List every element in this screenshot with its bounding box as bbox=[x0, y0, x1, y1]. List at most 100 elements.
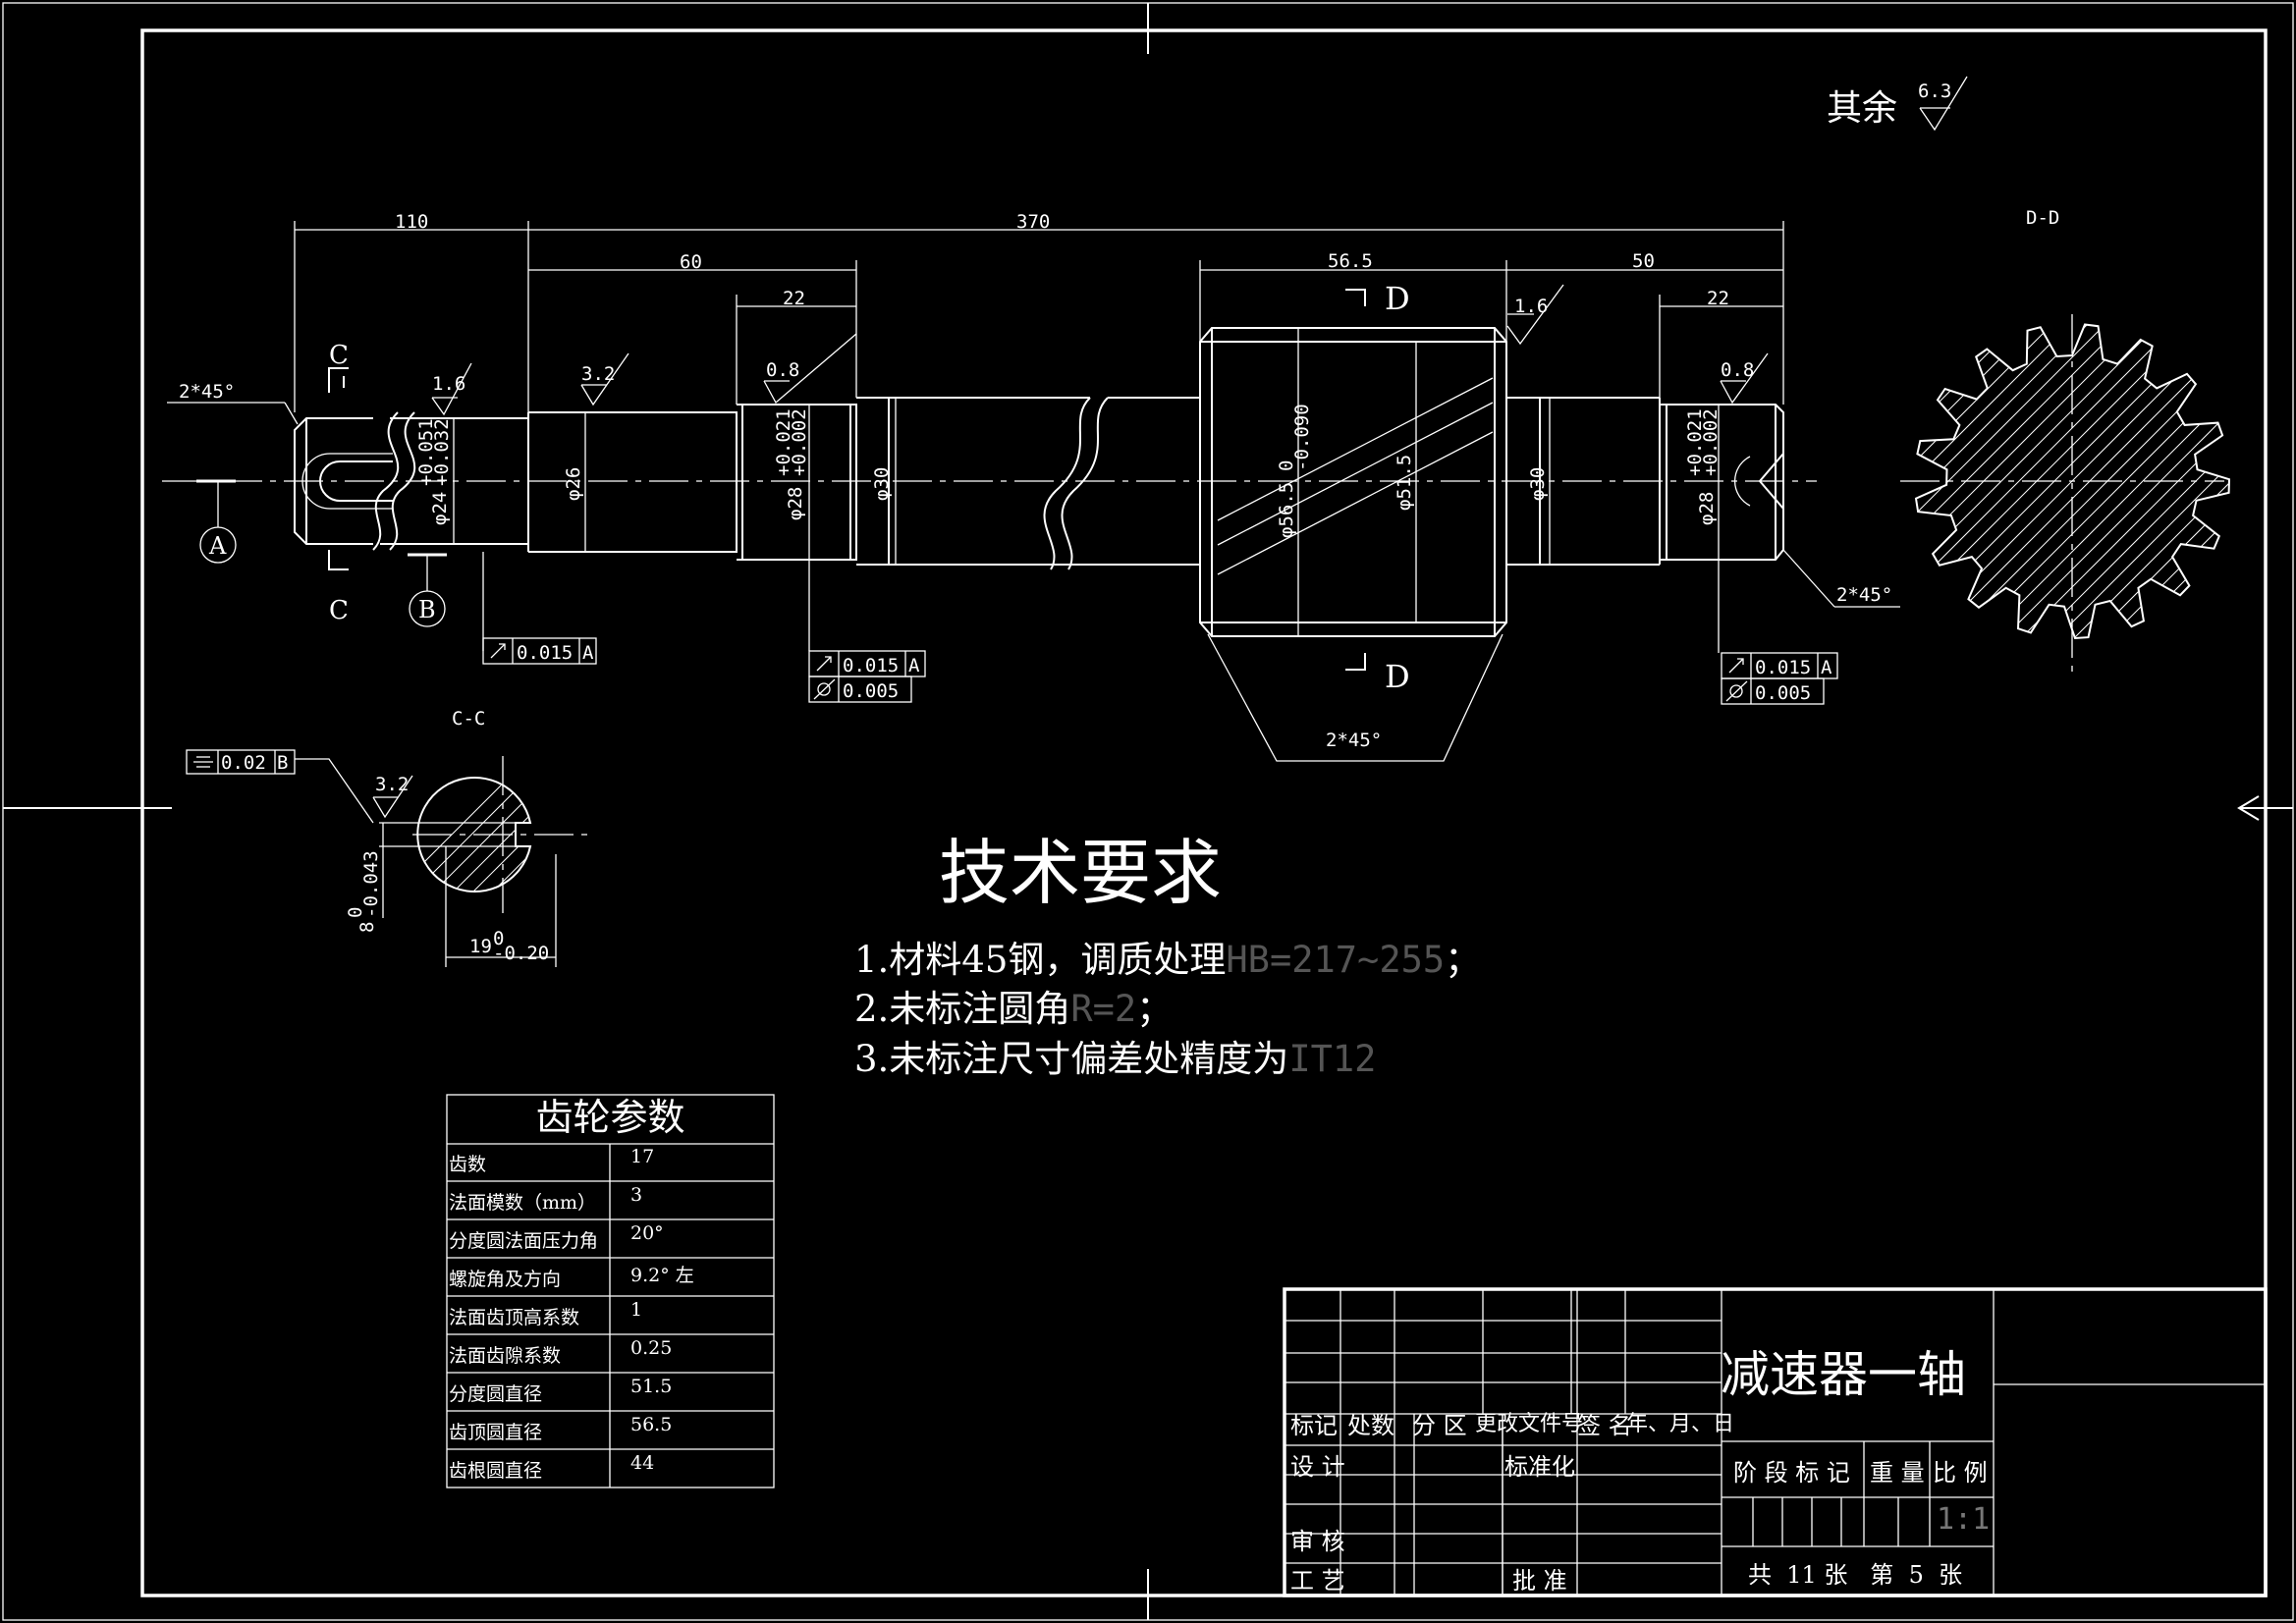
tech-requirements-title: 技术要求 bbox=[939, 832, 1223, 914]
runout-frame-3 bbox=[1718, 560, 1838, 705]
review-label: 审 核 bbox=[1290, 1528, 1345, 1555]
gear-param-value: 56.5 bbox=[630, 1414, 673, 1435]
approve-label: 批 准 bbox=[1512, 1567, 1567, 1595]
gear-param-name: 分度圆直径 bbox=[449, 1383, 543, 1405]
gear-param-value: 1 bbox=[630, 1299, 643, 1321]
gear-param-table bbox=[446, 1094, 775, 1488]
svg-text:+0.002: +0.002 bbox=[1700, 408, 1722, 476]
col-mark: 标记 bbox=[1290, 1412, 1338, 1439]
datum-b bbox=[408, 553, 447, 627]
svg-text:φ30: φ30 bbox=[1527, 467, 1549, 501]
weight-label: 重 量 bbox=[1870, 1459, 1925, 1487]
gear-param-name: 齿顶圆直径 bbox=[449, 1422, 543, 1443]
section-mark-c-top: C bbox=[329, 341, 349, 370]
inner-frame bbox=[140, 28, 2268, 1597]
svg-text:1.6: 1.6 bbox=[1514, 296, 1548, 317]
svg-text:+0.051: +0.051 bbox=[415, 418, 437, 486]
tech-requirement-1: 1.材料45钢，调质处理HB=217~255； bbox=[854, 939, 1482, 981]
svg-text:3.2: 3.2 bbox=[375, 774, 409, 795]
svg-text:56.5: 56.5 bbox=[1328, 250, 1373, 272]
runout-frame-1 bbox=[482, 552, 597, 665]
svg-text:0: 0 bbox=[1276, 460, 1297, 471]
svg-text:-0.043: -0.043 bbox=[360, 850, 382, 918]
svg-text:8: 8 bbox=[356, 922, 378, 933]
svg-text:A: A bbox=[208, 532, 227, 560]
process-label: 工 艺 bbox=[1290, 1567, 1345, 1595]
col-doc: 更改文件号 bbox=[1475, 1412, 1584, 1436]
svg-text:0.8: 0.8 bbox=[1721, 359, 1754, 381]
svg-text:0: 0 bbox=[493, 928, 504, 949]
col-sign: 签 名 bbox=[1577, 1412, 1632, 1439]
svg-text:2*45°: 2*45° bbox=[1836, 584, 1892, 606]
svg-text:0.005: 0.005 bbox=[1755, 682, 1811, 704]
gear-param-value: 9.2° 左 bbox=[630, 1265, 694, 1286]
svg-text:2*45°: 2*45° bbox=[1326, 730, 1382, 751]
section-mark-c-bottom: C bbox=[329, 596, 349, 625]
gear-param-value: 51.5 bbox=[630, 1376, 673, 1397]
keyway-texts: 0.02 B 3.2 8 0 -0.043 19 0 -0.20 bbox=[221, 752, 549, 964]
svg-text:0.8: 0.8 bbox=[766, 359, 799, 381]
svg-text:50: 50 bbox=[1632, 250, 1655, 272]
svg-text:+0.021: +0.021 bbox=[773, 408, 794, 476]
gear-param-name: 法面齿顶高系数 bbox=[449, 1307, 580, 1328]
svg-text:A: A bbox=[1821, 657, 1832, 678]
section-markers bbox=[328, 289, 1366, 671]
shaft-outline bbox=[294, 327, 1784, 637]
scale-label: 比 例 bbox=[1933, 1459, 1988, 1487]
svg-text:-0.20: -0.20 bbox=[493, 943, 549, 964]
svg-text:0.015: 0.015 bbox=[1755, 657, 1811, 678]
design-label: 设 计 bbox=[1290, 1453, 1345, 1481]
svg-text:0.02: 0.02 bbox=[221, 752, 266, 774]
gear-param-value: 17 bbox=[630, 1146, 655, 1167]
svg-text:+0.002: +0.002 bbox=[789, 408, 810, 476]
gear-param-name: 法面模数（mm） bbox=[449, 1192, 597, 1214]
col-date: 年、月、日 bbox=[1626, 1412, 1735, 1436]
svg-text:2*45°: 2*45° bbox=[179, 381, 235, 403]
datum-a bbox=[196, 479, 237, 564]
svg-text:370: 370 bbox=[1016, 211, 1050, 233]
gear-param-value: 20° bbox=[630, 1222, 664, 1244]
svg-text:3.2: 3.2 bbox=[581, 363, 615, 385]
svg-text:0: 0 bbox=[345, 907, 366, 918]
svg-text:A: A bbox=[582, 642, 594, 664]
gear-param-value: 44 bbox=[630, 1452, 655, 1474]
sheet-count: 共 11 张 第 5 张 bbox=[1748, 1561, 1963, 1589]
svg-text:A: A bbox=[908, 655, 920, 676]
svg-text:φ56.5: φ56.5 bbox=[1276, 482, 1297, 538]
svg-text:φ51.5: φ51.5 bbox=[1394, 455, 1415, 511]
svg-text:+0.032: +0.032 bbox=[431, 418, 453, 486]
section-mark-d-bottom: D bbox=[1385, 658, 1410, 695]
gear-param-name: 齿数 bbox=[449, 1154, 487, 1175]
runout-frame-2 bbox=[808, 560, 926, 703]
default-roughness-label: 其余 bbox=[1827, 88, 1897, 129]
center-marks bbox=[3, 3, 2293, 1620]
gear-param-title: 齿轮参数 bbox=[535, 1096, 685, 1139]
keyway-section bbox=[186, 749, 589, 967]
section-dd-label: D-D bbox=[2026, 207, 2059, 229]
gear-param-name: 分度圆法面压力角 bbox=[449, 1230, 599, 1252]
gear-param-name: 螺旋角及方向 bbox=[449, 1269, 562, 1290]
tech-requirement-3: 3.未标注尺寸偏差处精度为IT12 bbox=[854, 1038, 1377, 1080]
dimension-lines bbox=[167, 221, 1900, 762]
svg-text:+0.021: +0.021 bbox=[1684, 408, 1706, 476]
section-mark-d-top: D bbox=[1385, 280, 1410, 317]
svg-text:φ28: φ28 bbox=[785, 487, 806, 520]
gear-param-name: 法面齿隙系数 bbox=[449, 1345, 562, 1367]
svg-text:-0.090: -0.090 bbox=[1291, 404, 1313, 471]
svg-text:110: 110 bbox=[395, 211, 428, 233]
svg-text:φ30: φ30 bbox=[871, 467, 893, 501]
gear-param-name: 齿根圆直径 bbox=[449, 1460, 543, 1482]
col-count: 处数 bbox=[1347, 1412, 1394, 1439]
svg-text:60: 60 bbox=[680, 251, 702, 273]
default-roughness-value: 6.3 bbox=[1918, 81, 1951, 102]
part-name: 减速器一轴 bbox=[1721, 1346, 1966, 1403]
gear-param-value: 0.25 bbox=[630, 1337, 673, 1359]
svg-text:0.005: 0.005 bbox=[843, 680, 899, 702]
col-zone: 分 区 bbox=[1412, 1412, 1467, 1439]
default-roughness: 其余 6.3 bbox=[1827, 76, 1968, 132]
dimension-texts: 110 370 60 22 56.5 50 22 2*45° 2*45° 2*4… bbox=[179, 211, 1892, 751]
svg-text:φ24: φ24 bbox=[429, 492, 451, 525]
svg-text:19: 19 bbox=[469, 936, 492, 957]
section-cc-label: C-C bbox=[452, 708, 485, 730]
